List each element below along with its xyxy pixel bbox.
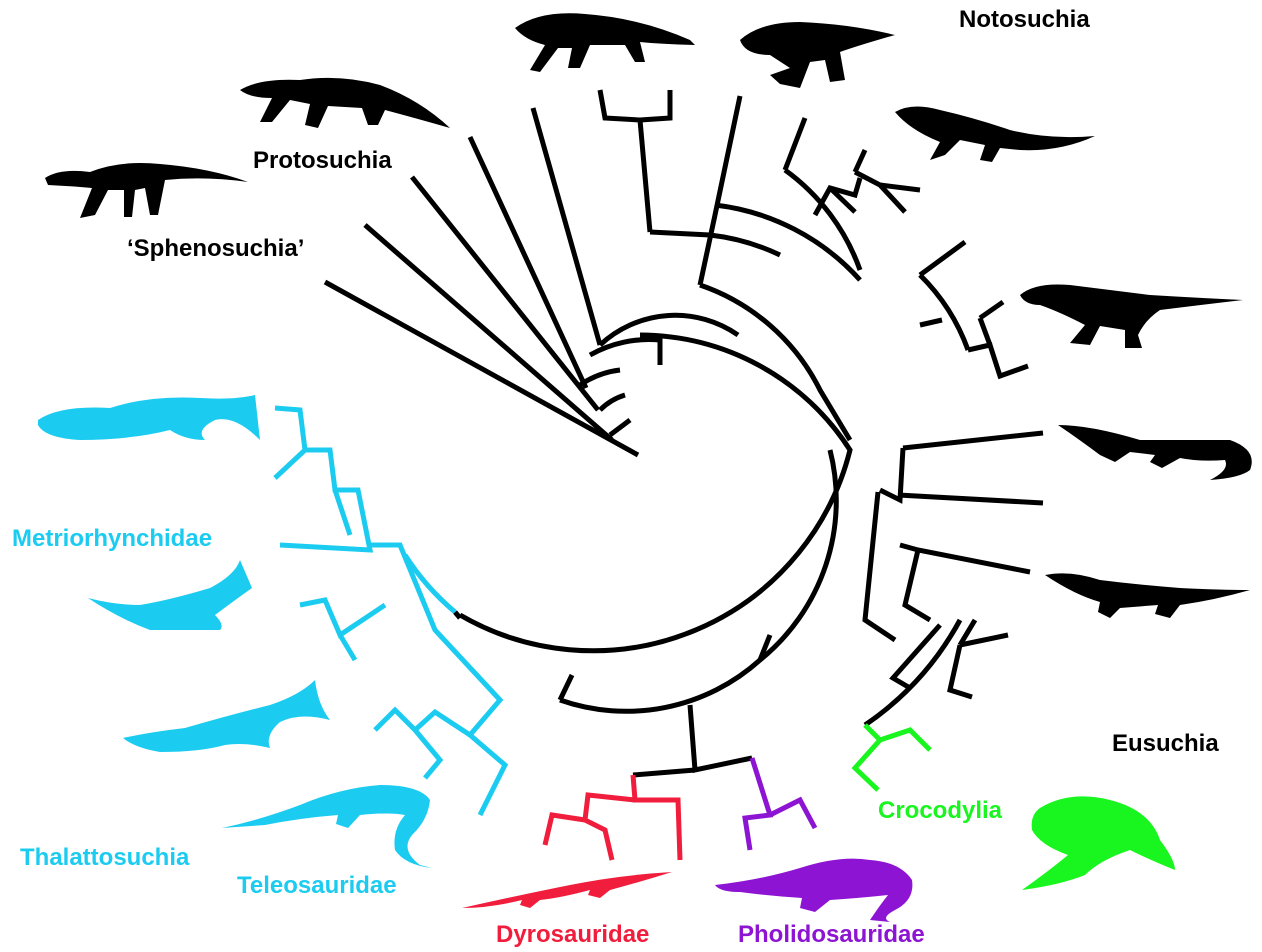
metriorhynchid-silhouette-a bbox=[38, 395, 260, 440]
metriorhynchid-silhouette-b bbox=[88, 560, 252, 630]
label-protosuchia: Protosuchia bbox=[253, 149, 392, 173]
neosuchian-silhouette-a bbox=[1058, 425, 1252, 480]
label-teleosauridae: Teleosauridae bbox=[237, 874, 397, 898]
notosuchian-silhouette-b bbox=[895, 106, 1095, 162]
crocodyliform-silhouette-a bbox=[515, 13, 695, 72]
neosuchian-silhouette-b bbox=[1045, 573, 1250, 618]
sphenosuchian-silhouette bbox=[45, 163, 248, 218]
label-metriorhynchidae: Metriorhynchidae bbox=[12, 527, 212, 551]
label-thalattosuchia: Thalattosuchia bbox=[20, 846, 189, 870]
stem-c bbox=[533, 108, 600, 345]
label-eusuchia: Eusuchia bbox=[1112, 732, 1219, 756]
metriorhynchid-silhouette-c bbox=[123, 680, 330, 752]
dyrosaurid-silhouette bbox=[462, 872, 672, 908]
pholidosaurid-silhouette bbox=[715, 859, 912, 922]
label-crocodylia: Crocodylia bbox=[878, 799, 1002, 823]
label-sphenosuchia: ‘Sphenosuchia’ bbox=[127, 237, 304, 261]
label-pholidosauridae: Pholidosauridae bbox=[738, 923, 925, 947]
dyrosauridae-branches bbox=[545, 775, 680, 860]
thalattosuchia-branches bbox=[275, 408, 505, 815]
stem-b bbox=[470, 137, 586, 388]
label-notosuchia: Notosuchia bbox=[959, 8, 1090, 32]
teleosaurid-silhouette bbox=[222, 785, 432, 868]
sebecid-silhouette bbox=[1020, 284, 1243, 348]
pholidosauridae-branches bbox=[745, 758, 815, 850]
black-branches bbox=[325, 90, 1043, 775]
backbone-arc-outer bbox=[460, 335, 850, 651]
label-dyrosauridae: Dyrosauridae bbox=[496, 923, 649, 947]
crocodylia-branches bbox=[855, 725, 930, 790]
crocodylian-silhouette bbox=[1022, 796, 1175, 890]
protosuchian-silhouette bbox=[240, 78, 450, 128]
backbone-arc-inner bbox=[560, 450, 836, 711]
notosuchian-silhouette-a bbox=[740, 22, 895, 88]
